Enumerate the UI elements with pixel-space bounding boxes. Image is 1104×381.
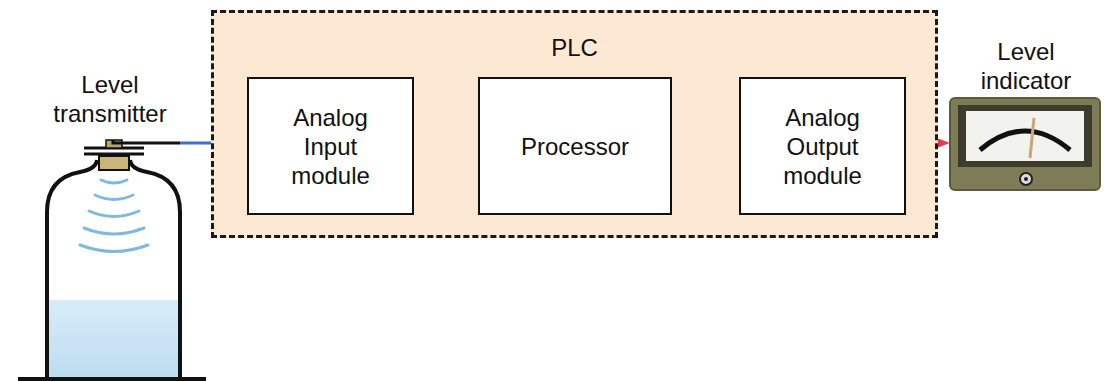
node-label: Level transmitter xyxy=(40,70,180,128)
node-label: PLC xyxy=(475,33,675,62)
module-label: Analog Input module xyxy=(273,103,389,190)
level-transmitter: Level transmitter xyxy=(40,66,180,381)
plc-enclosure: PLC Analog Input module Processor Analog Ou… xyxy=(211,10,938,238)
process-box: Analog Output module xyxy=(739,77,906,215)
tank xyxy=(18,160,206,381)
module-label: Processor xyxy=(500,132,650,161)
process-box: Processor xyxy=(478,77,672,215)
level-indicator: Level indicator xyxy=(950,37,1102,192)
node-label: Level indicator xyxy=(964,37,1088,95)
transmitter-head xyxy=(84,140,180,170)
module-label: Analog Output module xyxy=(765,103,881,190)
process-box: Analog Input module xyxy=(247,77,414,215)
meter xyxy=(950,98,1100,190)
sound-waves xyxy=(80,180,148,252)
